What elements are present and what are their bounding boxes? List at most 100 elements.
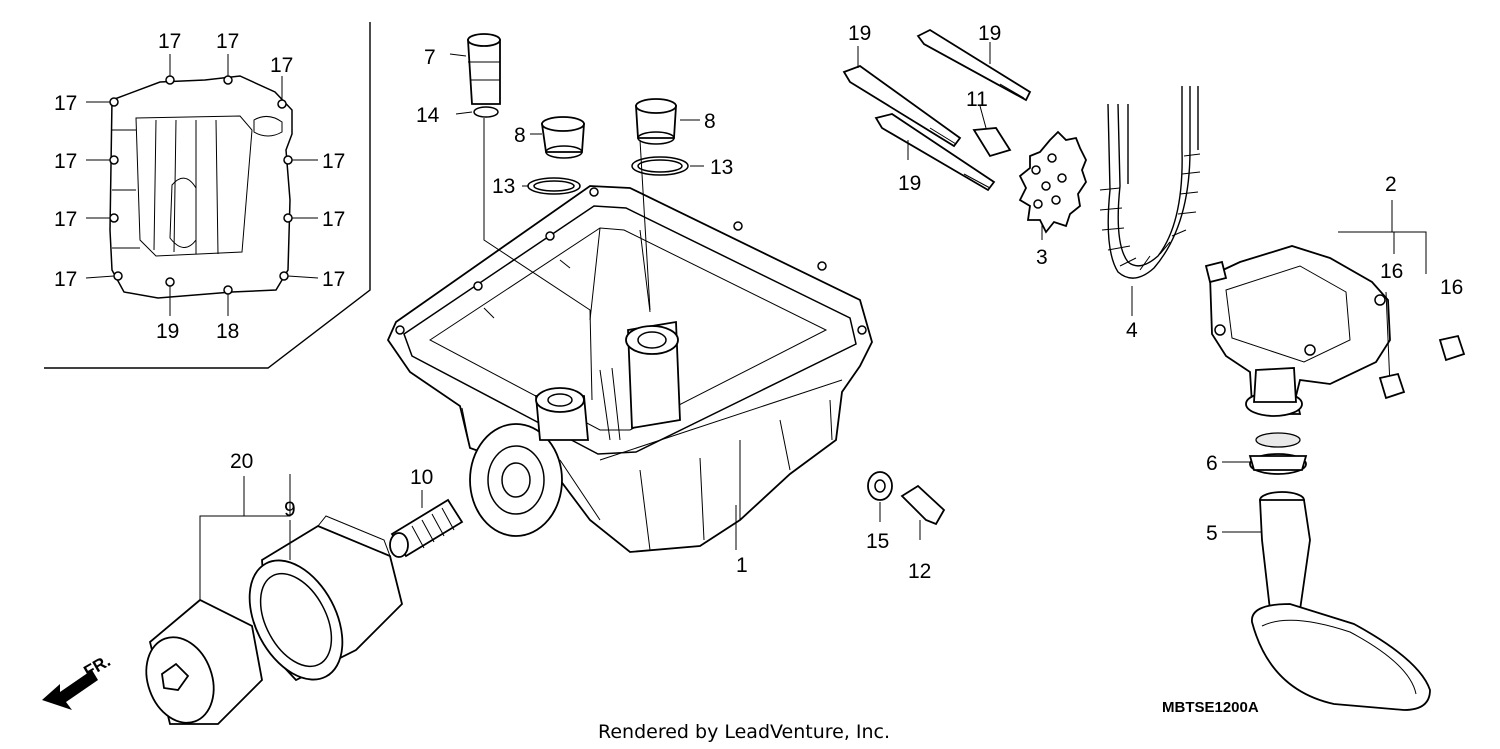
chain-strand-c — [1127, 86, 1199, 184]
dowel-16-a — [1378, 372, 1406, 400]
callout-11: 11 — [966, 88, 988, 111]
callout-8-left: 8 — [514, 124, 526, 147]
pump-bolt-hole — [1304, 344, 1316, 356]
inset-leaders — [85, 54, 319, 316]
sprocket-3 — [1018, 130, 1087, 234]
inset-border — [44, 22, 371, 369]
gasket-hole — [109, 97, 119, 107]
seal-6-band — [1248, 455, 1308, 471]
strainer-5-screen — [1251, 603, 1431, 711]
bolt-19-long-a — [916, 28, 1032, 102]
callout-15: 15 — [866, 530, 889, 553]
render-credit: Rendered by LeadVenture, Inc. — [598, 721, 890, 743]
oil-pan-ribs — [461, 399, 833, 551]
oil-pan-flange — [403, 205, 857, 455]
gasket-side-tabs — [112, 129, 140, 249]
relief-valve-grooves — [468, 61, 500, 81]
pan-bolt-boss — [545, 231, 555, 241]
filter-mount-bore — [501, 462, 531, 498]
callout-5: 5 — [1206, 522, 1218, 545]
callout-20: 20 — [230, 450, 253, 473]
oil-pan-tower-top — [625, 325, 679, 355]
filter-wrench-nut — [161, 662, 190, 691]
gasket-ribs — [153, 119, 219, 255]
gasket-hole — [109, 155, 119, 165]
callout-14: 14 — [416, 104, 440, 127]
leaders-2-16 — [1338, 200, 1427, 387]
bolt-threads — [929, 83, 1025, 189]
oil-pan-tube — [599, 367, 621, 441]
seal-8-right-top — [635, 98, 677, 114]
oil-filter-9-rim — [259, 572, 333, 668]
seal-6-top — [1255, 432, 1301, 448]
callout-18: 18 — [216, 320, 239, 343]
gasket-hole — [277, 99, 287, 109]
bolt-19-long-b — [842, 64, 962, 148]
seal-8-left-top — [541, 116, 585, 132]
oil-filter-9-base — [317, 515, 391, 557]
callout-13-right: 13 — [710, 156, 733, 179]
callout-17-right-3: 17 — [322, 268, 345, 291]
gasket-hole — [165, 277, 175, 287]
filter-mount-boss — [469, 423, 563, 537]
pan-bolt-boss — [857, 325, 867, 335]
dowel-16-b — [1438, 334, 1466, 362]
oil-filter-group — [145, 474, 403, 725]
relief-valve-top — [467, 33, 501, 47]
callout-19-c: 19 — [898, 172, 921, 195]
pump-bolt-hole — [1214, 324, 1226, 336]
nipple-threads — [411, 507, 455, 549]
oil-pump-shaft — [1204, 260, 1228, 284]
gasket-hole — [223, 75, 233, 85]
oil-pan-inner-lines — [483, 227, 651, 321]
callout-13-left: 13 — [492, 175, 515, 198]
callout-labels: 1 2 3 4 5 6 7 8 8 9 10 11 12 13 13 14 15… — [54, 22, 1463, 583]
pan-bolt-boss — [817, 261, 827, 271]
callout-17-left-1: 17 — [54, 92, 77, 115]
callout-10: 10 — [410, 466, 433, 489]
sprocket-hole — [1041, 181, 1051, 191]
gasket-hole — [283, 213, 293, 223]
drain-bolt-12 — [900, 484, 946, 526]
gasket-hole — [279, 271, 289, 281]
callout-16-left: 16 — [1380, 260, 1403, 283]
callout-19-inset: 19 — [156, 320, 179, 343]
oil-pump-neck — [1253, 367, 1297, 403]
strainer-group — [1222, 432, 1431, 711]
sprocket-hole — [1051, 195, 1061, 205]
gasket-hole — [113, 271, 123, 281]
bolt-11 — [972, 127, 1012, 158]
sprocket-hole — [1033, 199, 1043, 209]
callout-17-left-2: 17 — [54, 150, 77, 173]
cam-chain-4 — [1099, 86, 1201, 316]
gasket-ear — [253, 116, 283, 137]
front-direction-indicator: FR. — [42, 651, 114, 710]
callout-17-right-2: 17 — [322, 208, 345, 231]
o-ring-13-right — [631, 156, 689, 176]
gasket-hole — [283, 155, 293, 165]
leaders-9-20 — [199, 474, 291, 600]
callout-17-top-3: 17 — [270, 54, 293, 77]
callout-7: 7 — [424, 46, 436, 69]
pump-bolts-group — [842, 28, 1087, 240]
oil-pan-tower-bore — [637, 331, 667, 349]
relief-valve — [467, 39, 501, 105]
diagram-code: MBTSE1200A — [1162, 699, 1259, 716]
callout-19-a: 19 — [848, 22, 871, 45]
o-ring-13-right-inner — [637, 159, 683, 173]
gasket-inner-outline — [135, 115, 253, 257]
pan-bolt-boss — [733, 221, 743, 231]
strainer-5-rim — [1261, 619, 1417, 695]
gasket-hole — [223, 285, 233, 295]
front-arrow-icon — [42, 670, 98, 710]
pan-bolt-boss — [473, 281, 483, 291]
oil-pan-assembly — [386, 185, 873, 553]
callout-17-top-2: 17 — [216, 30, 239, 53]
callout-9: 9 — [284, 498, 296, 521]
callout-1: 1 — [736, 554, 748, 577]
callout-2: 2 — [1385, 173, 1397, 196]
callout-4: 4 — [1126, 319, 1138, 342]
oil-pump-group — [1204, 200, 1466, 417]
